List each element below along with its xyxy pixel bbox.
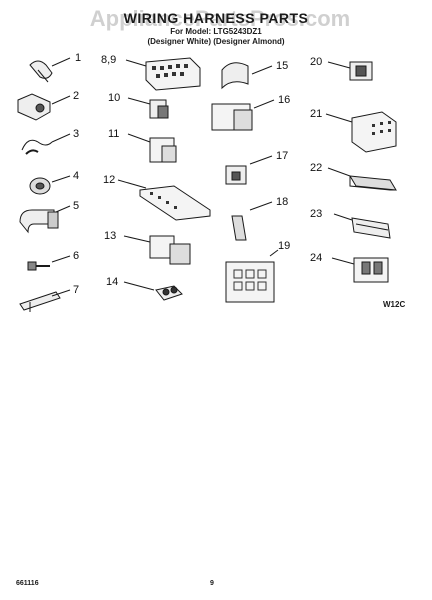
part-10-connector: 10 — [108, 92, 169, 119]
part-6-screw: 6 — [27, 250, 79, 271]
part-18-latch: 18 — [231, 196, 288, 241]
part-8-9-connector: 8,9 — [101, 54, 201, 91]
part-13-plug: 13 — [104, 230, 191, 265]
watermark: AppliancePartsPros.com — [89, 6, 351, 31]
part-7-strain-relief: 7 — [19, 284, 79, 312]
callout-10: 10 — [108, 92, 120, 104]
callout-3: 3 — [73, 128, 79, 140]
part-20-connector: 20 — [310, 56, 373, 81]
callout-17: 17 — [276, 150, 288, 162]
callout-16: 16 — [278, 94, 290, 106]
callout-11: 11 — [108, 128, 119, 140]
callout-23: 23 — [310, 208, 322, 220]
color-subtitle: (Designer White) (Designer Almond) — [147, 37, 285, 46]
part-23-connector: 23 — [310, 208, 391, 239]
callout-21: 21 — [310, 108, 322, 120]
callout-5: 5 — [73, 200, 79, 212]
callout-2: 2 — [73, 90, 79, 102]
part-17-terminal: 17 — [225, 150, 288, 185]
footer-page-number: 9 — [210, 580, 214, 587]
part-16-block: 16 — [211, 94, 290, 131]
part-22-connector: 22 — [310, 162, 397, 191]
callout-7: 7 — [73, 284, 79, 296]
callout-13: 13 — [104, 230, 116, 242]
callout-18: 18 — [276, 196, 288, 208]
callout-19: 19 — [278, 240, 290, 252]
part-14-connector: 14 — [106, 276, 183, 301]
part-24-connector: 24 — [310, 252, 389, 283]
callout-8-9: 8,9 — [101, 54, 116, 66]
part-11-housing: 11 — [108, 128, 177, 163]
diagram-code: W12C — [383, 300, 406, 309]
part-4-grommet: 4 — [29, 170, 79, 195]
callout-15: 15 — [276, 60, 288, 72]
callout-14: 14 — [106, 276, 118, 288]
part-15-shell: 15 — [221, 60, 288, 90]
callout-4: 4 — [73, 170, 79, 182]
part-5-cable-clamp: 5 — [19, 200, 79, 234]
page-title: WIRING HARNESS PARTS — [123, 10, 309, 26]
callout-24: 24 — [310, 252, 322, 264]
part-3-wire-clip: 3 — [21, 128, 79, 155]
callout-12: 12 — [103, 174, 115, 186]
callout-22: 22 — [310, 162, 322, 174]
part-2-bracket: 2 — [17, 90, 79, 121]
model-subtitle: For Model: LTG5243DZ1 — [170, 27, 262, 36]
callout-1: 1 — [75, 52, 81, 64]
footer-part-number: 661116 — [16, 580, 39, 587]
part-21-connector: 21 — [310, 108, 397, 153]
callout-20: 20 — [310, 56, 322, 68]
part-12-long-connector: 12 — [103, 174, 211, 221]
part-19-connector: 19 — [225, 240, 290, 303]
part-1-clip: 1 — [29, 52, 81, 83]
callout-6: 6 — [73, 250, 79, 262]
